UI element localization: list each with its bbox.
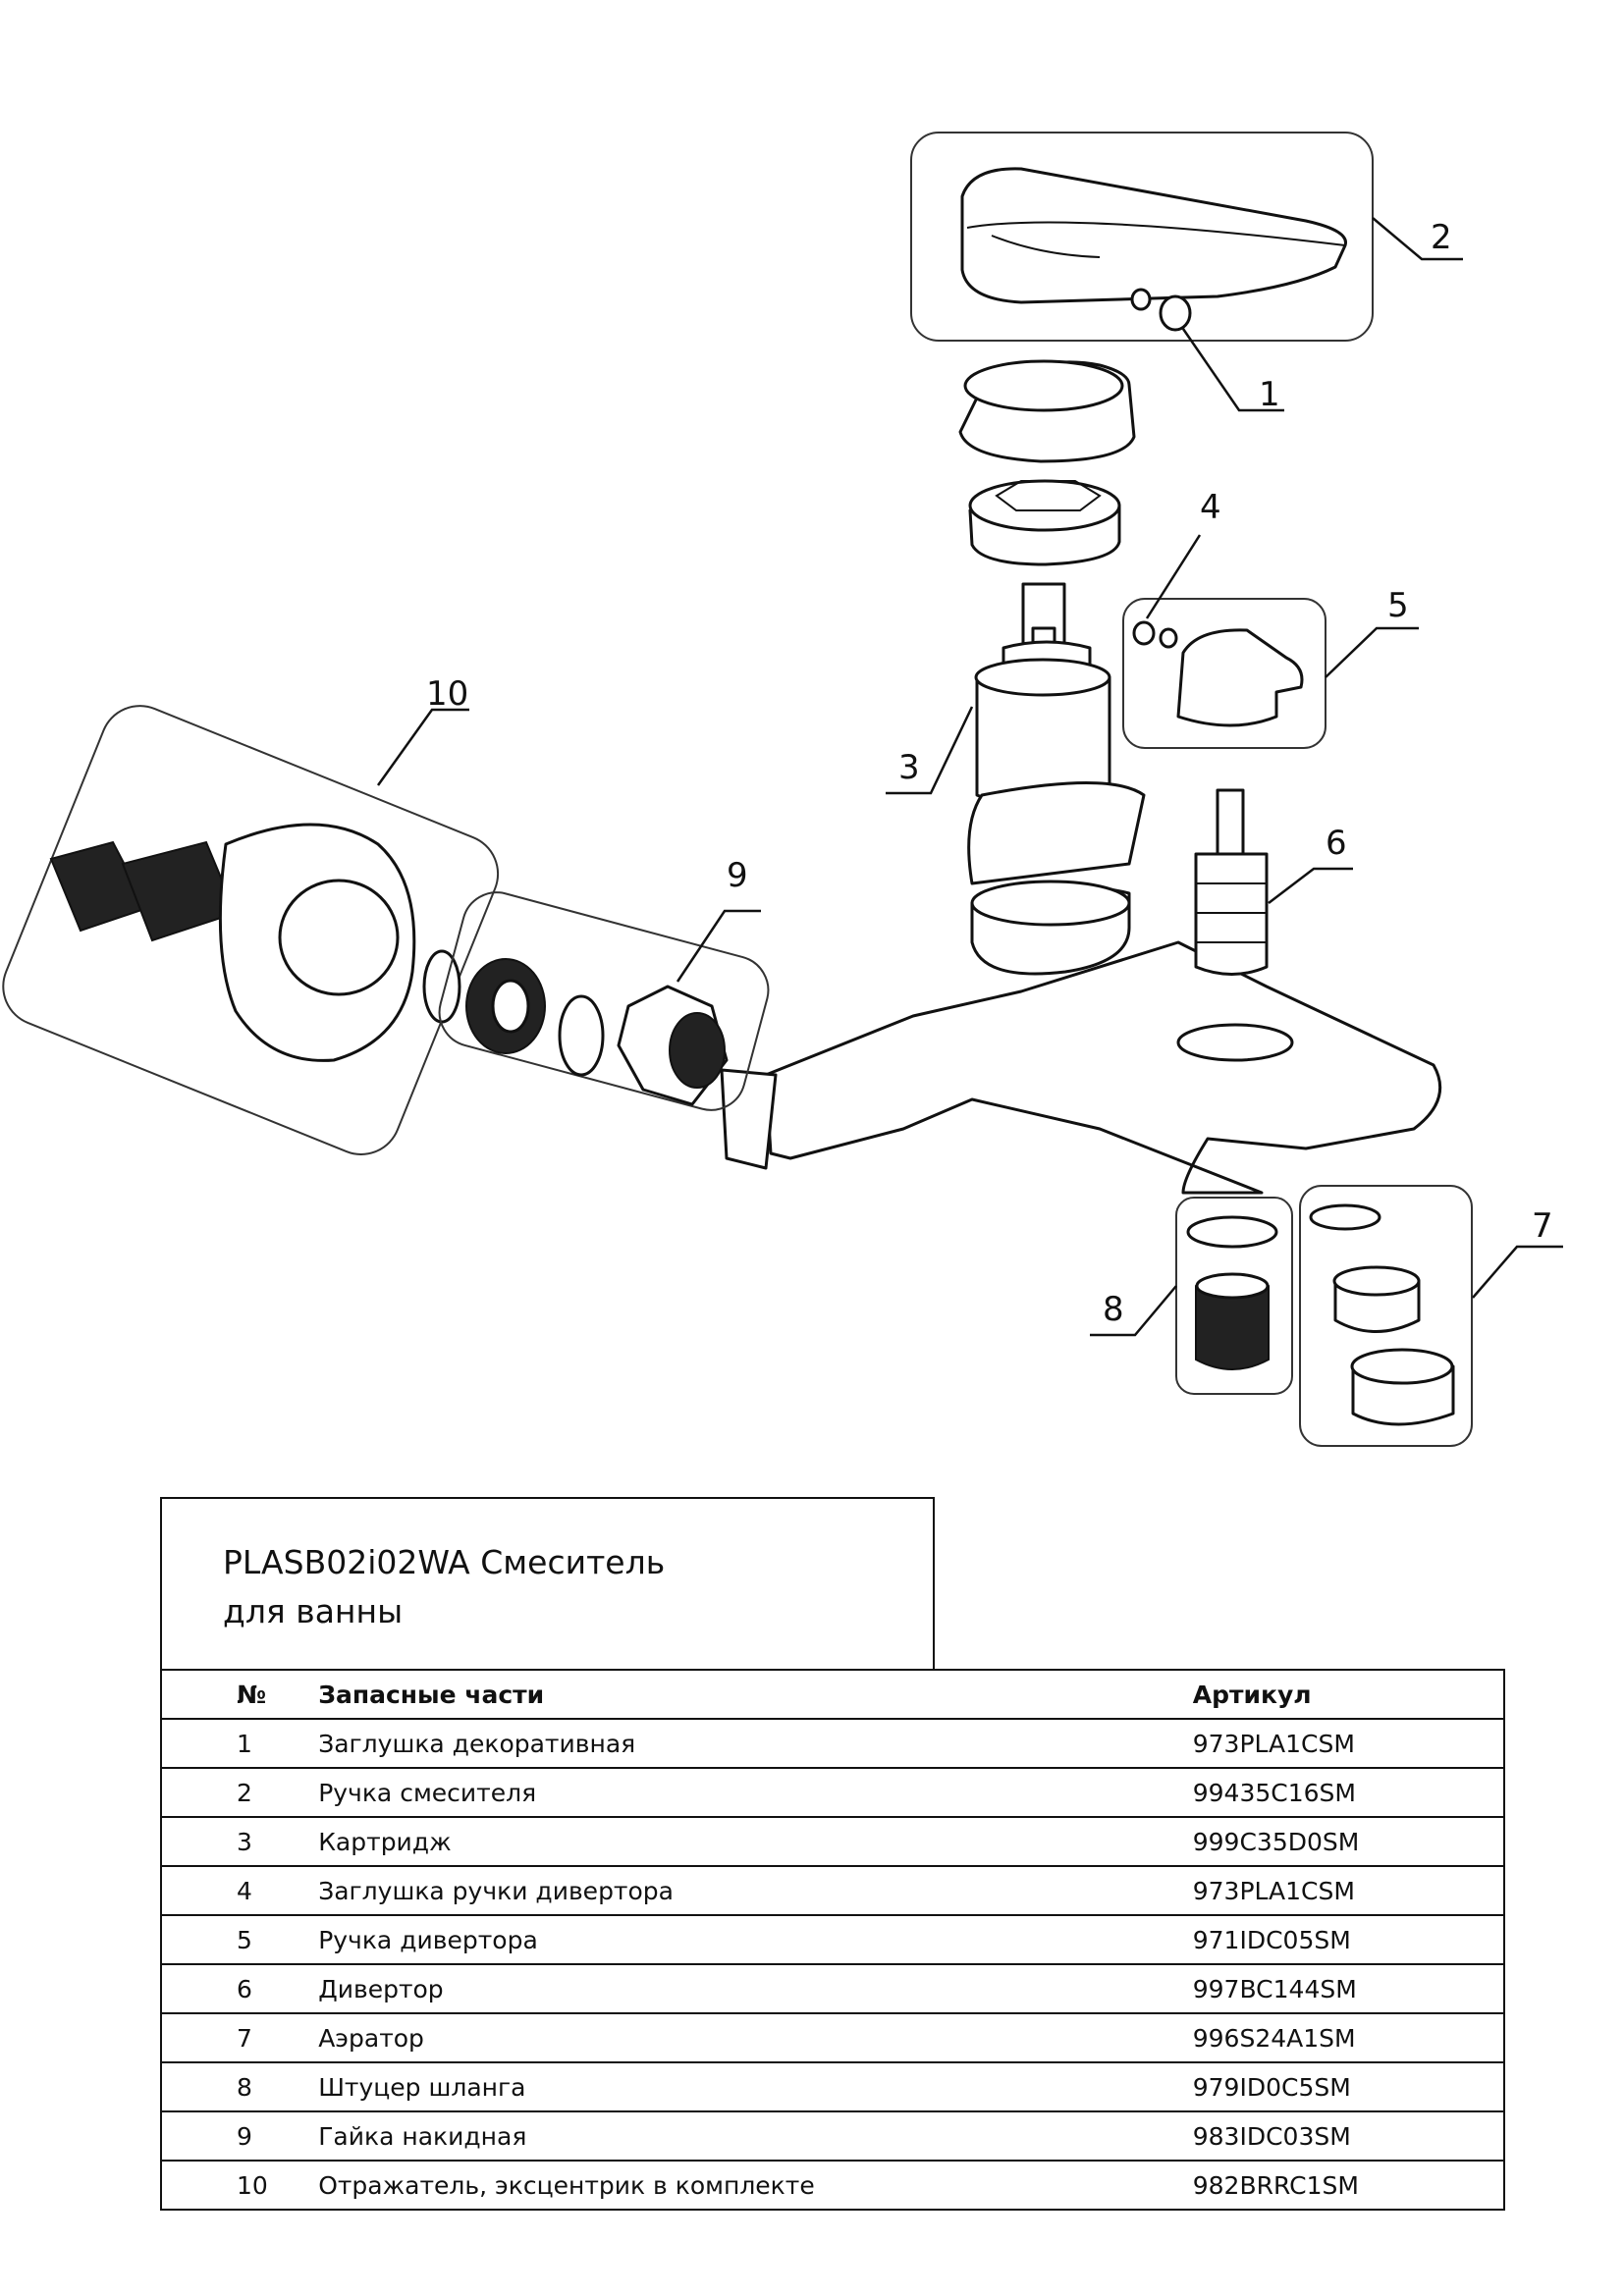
row-article: 999C35D0SM (1192, 1816, 1504, 1867)
callout-8: 8 (1103, 1290, 1124, 1329)
table-row: 7 Аэратор 996S24A1SM (161, 2012, 1504, 2063)
header-number: № (161, 1669, 319, 1720)
callout-9: 9 (727, 856, 748, 895)
gasket-part (422, 949, 461, 1024)
table-row: 1 Заглушка декоративная 973PLA1CSM (161, 1718, 1504, 1769)
spare-parts-table: № Запасные части Артикул 1 Заглушка деко… (160, 1669, 1505, 2211)
product-title-box: PLASB02i02WA Смеситель для ванны (160, 1497, 935, 1669)
row-part-name: Штуцер шланга (318, 2061, 1193, 2112)
table-row: 2 Ручка смесителя 99435C16SM (161, 1767, 1504, 1818)
row-article: 973PLA1CSM (1192, 1865, 1504, 1916)
row-article: 982BRRC1SM (1192, 2160, 1504, 2211)
row-number: 10 (161, 2160, 319, 2211)
eccentric-part (49, 823, 416, 1062)
row-number: 3 (161, 1816, 319, 1867)
row-article: 979ID0C5SM (1192, 2061, 1504, 2112)
diverter-knob-part (1132, 620, 1304, 727)
row-part-name: Дивертор (318, 1963, 1193, 2014)
row-article: 996S24A1SM (1192, 2012, 1504, 2063)
callout-1: 1 (1259, 375, 1280, 414)
header-article: Артикул (1192, 1669, 1504, 1720)
group-union-nut-outline (438, 891, 770, 1111)
group-aerator-outline (1299, 1185, 1473, 1447)
row-number: 2 (161, 1767, 319, 1818)
row-number: 1 (161, 1718, 319, 1769)
table-row: 6 Дивертор 997BC144SM (161, 1963, 1504, 2014)
cartridge-part (974, 582, 1111, 811)
row-number: 4 (161, 1865, 319, 1916)
group-handle-outline (910, 132, 1374, 342)
hose-union-part (1186, 1215, 1278, 1370)
callout-3: 3 (898, 748, 920, 787)
group-diverter-knob-outline (1122, 598, 1326, 749)
table-row: 8 Штуцер шланга 979ID0C5SM (161, 2061, 1504, 2112)
row-article: 971IDC05SM (1192, 1914, 1504, 1965)
row-article: 983IDC03SM (1192, 2110, 1504, 2162)
table-row: 4 Заглушка ручки дивертора 973PLA1CSM (161, 1865, 1504, 1916)
row-part-name: Отражатель, эксцентрик в комплекте (318, 2160, 1193, 2211)
aerator-part (1309, 1203, 1455, 1426)
decorative-cone-part (958, 359, 1136, 463)
header-parts: Запасные части (318, 1669, 1193, 1720)
diverter-part (1194, 788, 1269, 976)
group-hose-union-outline (1175, 1197, 1293, 1395)
row-part-name: Заглушка ручки дивертора (318, 1865, 1193, 1916)
mixer-body-part (720, 781, 1442, 1195)
union-nut-part (465, 958, 729, 1106)
callout-4: 4 (1200, 488, 1221, 527)
row-part-name: Картридж (318, 1816, 1193, 1867)
row-article: 99435C16SM (1192, 1767, 1504, 1818)
row-number: 8 (161, 2061, 319, 2112)
row-part-name: Ручка смесителя (318, 1767, 1193, 1818)
callout-10: 10 (426, 674, 468, 714)
exploded-view-diagram: 1 2 3 4 5 6 7 8 9 10 (2, 132, 1563, 1447)
row-article: 997BC144SM (1192, 1963, 1504, 2014)
row-number: 7 (161, 2012, 319, 2063)
row-number: 5 (161, 1914, 319, 1965)
row-part-name: Гайка накидная (318, 2110, 1193, 2162)
callout-2: 2 (1431, 218, 1452, 257)
callout-5: 5 (1387, 586, 1409, 625)
table-row: 3 Картридж 999C35D0SM (161, 1816, 1504, 1867)
row-number: 9 (161, 2110, 319, 2162)
row-part-name: Ручка дивертора (318, 1914, 1193, 1965)
callout-7: 7 (1532, 1206, 1553, 1246)
row-part-name: Заглушка декоративная (318, 1718, 1193, 1769)
callout-6: 6 (1326, 824, 1347, 863)
product-title: PLASB02i02WA Смеситель для ванны (223, 1543, 666, 1630)
table-row: 9 Гайка накидная 983IDC03SM (161, 2110, 1504, 2162)
row-part-name: Аэратор (318, 2012, 1193, 2063)
table-header-row: № Запасные части Артикул (161, 1669, 1504, 1720)
cartridge-nut-part (968, 479, 1121, 566)
table-row: 5 Ручка дивертора 971IDC05SM (161, 1914, 1504, 1965)
row-article: 973PLA1CSM (1192, 1718, 1504, 1769)
row-number: 6 (161, 1963, 319, 2014)
mixer-handle-part (960, 167, 1347, 332)
table-row: 10 Отражатель, эксцентрик в комплекте 98… (161, 2160, 1504, 2211)
